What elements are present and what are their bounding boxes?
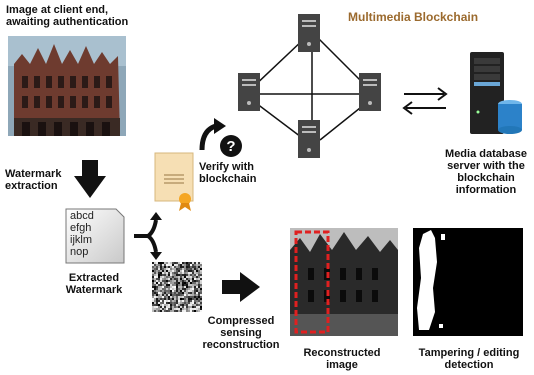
server-icon bbox=[298, 14, 320, 52]
media-server-label: Media database server with the blockchai… bbox=[445, 148, 527, 196]
noise-pattern bbox=[152, 262, 202, 312]
client-image-caption: Image at client end, awaiting authentica… bbox=[6, 4, 129, 28]
down-arrow-icon bbox=[74, 160, 106, 198]
tamper-mask bbox=[413, 228, 523, 336]
right-arrow-icon bbox=[222, 272, 260, 302]
document-icon bbox=[65, 208, 125, 264]
question-icon: ? bbox=[220, 135, 242, 157]
blockchain-title: Multimedia Blockchain bbox=[348, 10, 479, 24]
watermark-extraction-label: Watermark extraction bbox=[5, 168, 62, 192]
certificate-icon bbox=[154, 152, 194, 211]
watermark-line: nop bbox=[70, 246, 89, 258]
verify-label: Verify with blockchain bbox=[199, 161, 257, 185]
tampering-detection-label: Tampering / editing detection bbox=[418, 347, 520, 371]
server-icon bbox=[298, 120, 320, 158]
compressed-sensing-label: Compressed sensing reconstruction bbox=[202, 315, 280, 351]
watermark-line: ijklm bbox=[70, 234, 92, 246]
sync-arrows-icon bbox=[402, 87, 448, 115]
database-server-icon bbox=[470, 52, 522, 134]
reconstructed-photo bbox=[290, 228, 398, 336]
server-icon bbox=[238, 73, 260, 111]
server-icon bbox=[359, 73, 381, 111]
watermark-line: abcd bbox=[70, 210, 94, 222]
watermark-text: abcd efgh ijklm nop bbox=[70, 210, 94, 258]
extracted-watermark-label: Extracted Watermark bbox=[65, 272, 123, 296]
split-arrow-icon bbox=[134, 212, 162, 260]
watermark-line: efgh bbox=[70, 222, 92, 234]
reconstructed-image-label: Reconstructed image bbox=[303, 347, 381, 371]
building-photo bbox=[8, 36, 126, 136]
curved-arrow-icon bbox=[199, 118, 226, 151]
svg-text:?: ? bbox=[226, 138, 235, 155]
